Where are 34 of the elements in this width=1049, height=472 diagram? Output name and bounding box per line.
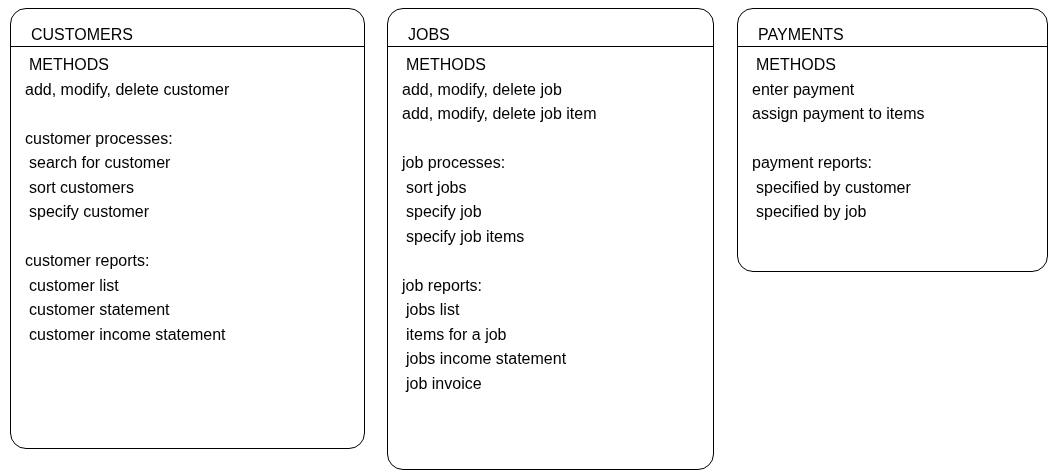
method-text: job invoice	[406, 373, 482, 394]
method-text: add, modify, delete customer	[25, 79, 230, 100]
section-heading: METHODS	[29, 55, 109, 75]
method-text: add, modify, delete job item	[402, 104, 597, 124]
method-text: jobs list	[406, 300, 460, 320]
method-text: items for a job	[406, 324, 507, 345]
method-text: search for customer	[29, 153, 171, 173]
method-text: customer statement	[29, 300, 170, 320]
method-text: specify customer	[29, 202, 150, 222]
section-heading: METHODS	[406, 55, 486, 75]
method-text: sort jobs	[406, 177, 467, 198]
class-title: JOBS	[408, 25, 450, 45]
method-text: specify job items	[406, 226, 525, 247]
method-text: sort customers	[29, 177, 134, 198]
method-text: assign payment to items	[752, 104, 925, 124]
method-text: specify job	[406, 202, 482, 222]
method-text: jobs income statement	[406, 349, 567, 369]
method-text: specified by job	[756, 202, 867, 222]
method-text: customer reports:	[25, 251, 150, 271]
section-heading: METHODS	[756, 55, 836, 75]
class-box	[10, 8, 365, 449]
method-text: payment reports:	[752, 153, 873, 173]
method-text: customer processes:	[25, 128, 173, 149]
method-text: specified by customer	[756, 177, 911, 198]
method-text: add, modify, delete job	[402, 79, 562, 100]
class-box	[387, 8, 714, 470]
method-text: enter payment	[752, 79, 855, 100]
method-text: customer list	[29, 275, 119, 296]
class-title: PAYMENTS	[758, 25, 844, 45]
method-text: job processes:	[402, 153, 506, 173]
class-box	[737, 8, 1048, 272]
method-text: job reports:	[402, 275, 483, 296]
class-title: CUSTOMERS	[31, 25, 133, 45]
method-text: customer income statement	[29, 324, 226, 345]
